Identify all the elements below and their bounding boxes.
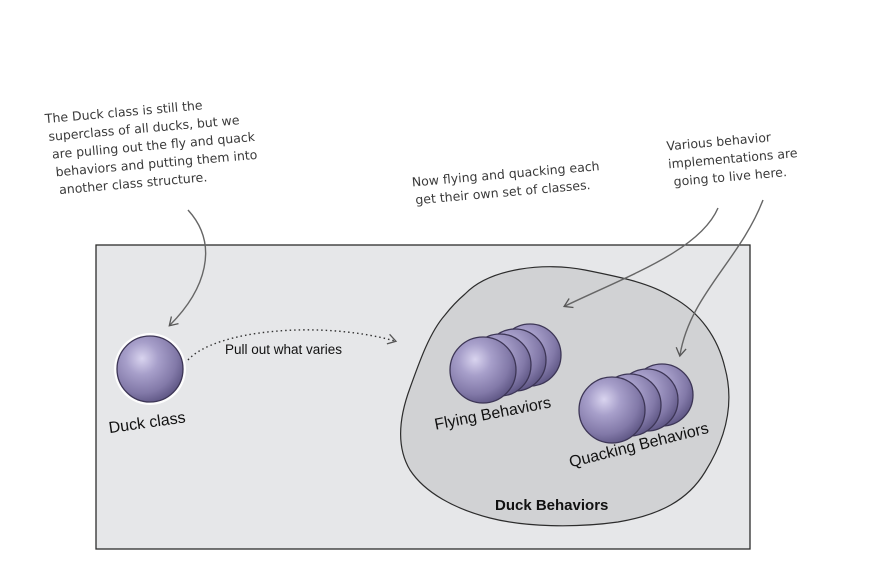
duck-class-pointer-arrow [168,209,207,327]
pull-out-label: Pull out what varies [225,342,342,357]
duck-behaviors-label: Duck Behaviors [495,497,608,514]
classes-note: Now flying and quacking each get their o… [411,158,600,207]
duck-class-sphere [114,333,186,405]
duck-class-note: The Duck class is still the superclass o… [43,97,258,197]
quacking-behaviors-stack [578,363,694,444]
implementations-note: Various behavior implementations are goi… [666,129,798,189]
pull-out-arrow [187,329,398,361]
duck-behaviors-region [400,266,730,527]
region-pointer-arrow [562,207,719,309]
quacking-pointer-arrow [675,199,764,358]
flying-behaviors-stack [449,323,562,404]
